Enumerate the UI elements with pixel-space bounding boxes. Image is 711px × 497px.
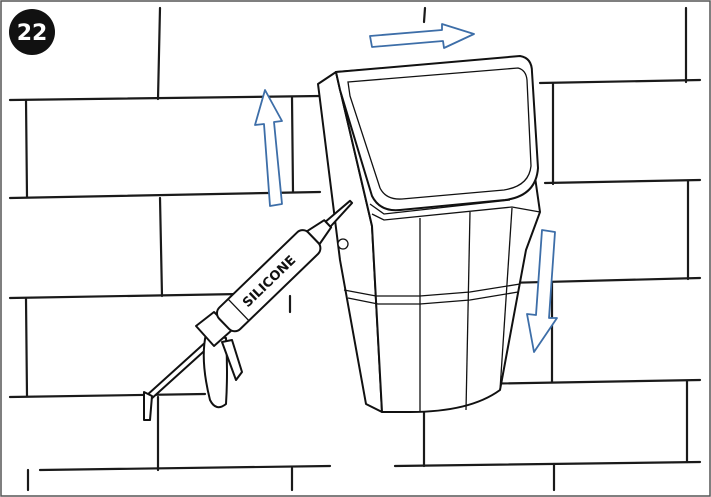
mortar-row-4	[8, 378, 702, 399]
housing-lid	[335, 55, 539, 212]
side-screw-detail	[337, 238, 349, 250]
joint	[156, 6, 162, 101]
body-seam	[343, 283, 521, 297]
arrow-up-icon	[254, 89, 283, 207]
joint	[24, 297, 29, 398]
step-badge-circle	[9, 9, 55, 55]
body-facet-line	[465, 211, 471, 411]
wall-housing-unit	[317, 55, 541, 413]
cartridge-nozzle	[324, 199, 354, 228]
joint	[290, 95, 295, 194]
lid-rim	[371, 206, 541, 221]
arrow-right-icon	[369, 23, 475, 49]
direction-arrows	[254, 23, 558, 353]
lid-inner-bevel	[347, 67, 532, 200]
joint	[158, 196, 164, 298]
body-facet-line	[499, 207, 513, 391]
gun-handle	[202, 333, 228, 409]
lid-rim-lower	[369, 199, 511, 215]
gun-rod-hook	[143, 391, 153, 421]
step-number-badge: 22	[9, 9, 55, 55]
silicone-caulking-gun: SILICONE	[143, 199, 354, 421]
joint	[422, 6, 427, 24]
mortar-row-5	[38, 460, 702, 472]
arrow-down-icon	[526, 229, 558, 353]
gun-trigger	[221, 339, 243, 381]
body-seam-lower	[347, 291, 519, 305]
joint	[24, 98, 29, 199]
cartridge-ring	[227, 298, 250, 322]
step-number: 22	[17, 21, 48, 46]
